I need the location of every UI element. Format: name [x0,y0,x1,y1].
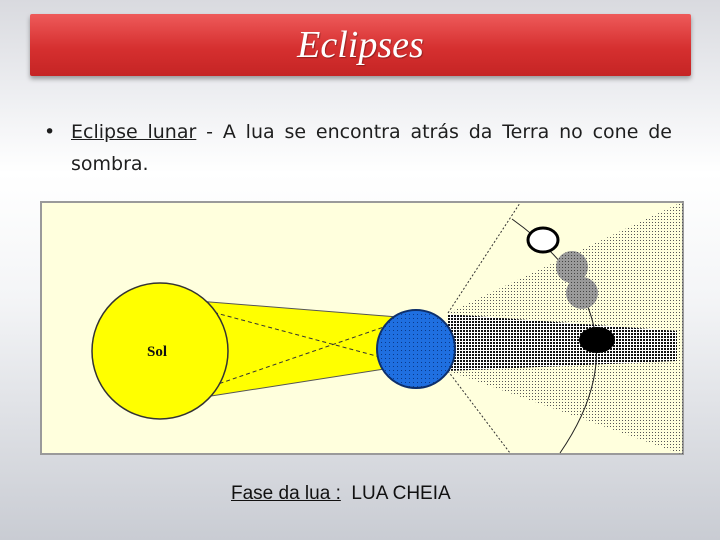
moon-eclipsed [579,327,615,353]
bullet-term: Eclipse lunar [71,121,196,143]
lunar-eclipse-diagram: Sol [40,201,684,455]
moon-phase-caption: Fase da lua : LUA CHEIA [231,481,471,506]
caption-prefix: Fase da lua : [231,483,341,504]
moon-penumbral-2 [566,277,598,309]
title-bar: Eclipses [30,14,691,76]
earth [377,310,455,388]
bullet-text: Eclipse lunar - A lua se encontra atrás … [71,116,672,180]
page-title: Eclipses [297,23,424,67]
caption-value: LUA CHEIA [351,483,450,504]
bullet-list: • Eclipse lunar - A lua se encontra atrá… [44,116,672,180]
moon-full [528,228,558,252]
sun-label: Sol [147,344,167,360]
bullet-item: • Eclipse lunar - A lua se encontra atrá… [44,116,672,180]
bullet-dot-icon: • [44,116,71,180]
